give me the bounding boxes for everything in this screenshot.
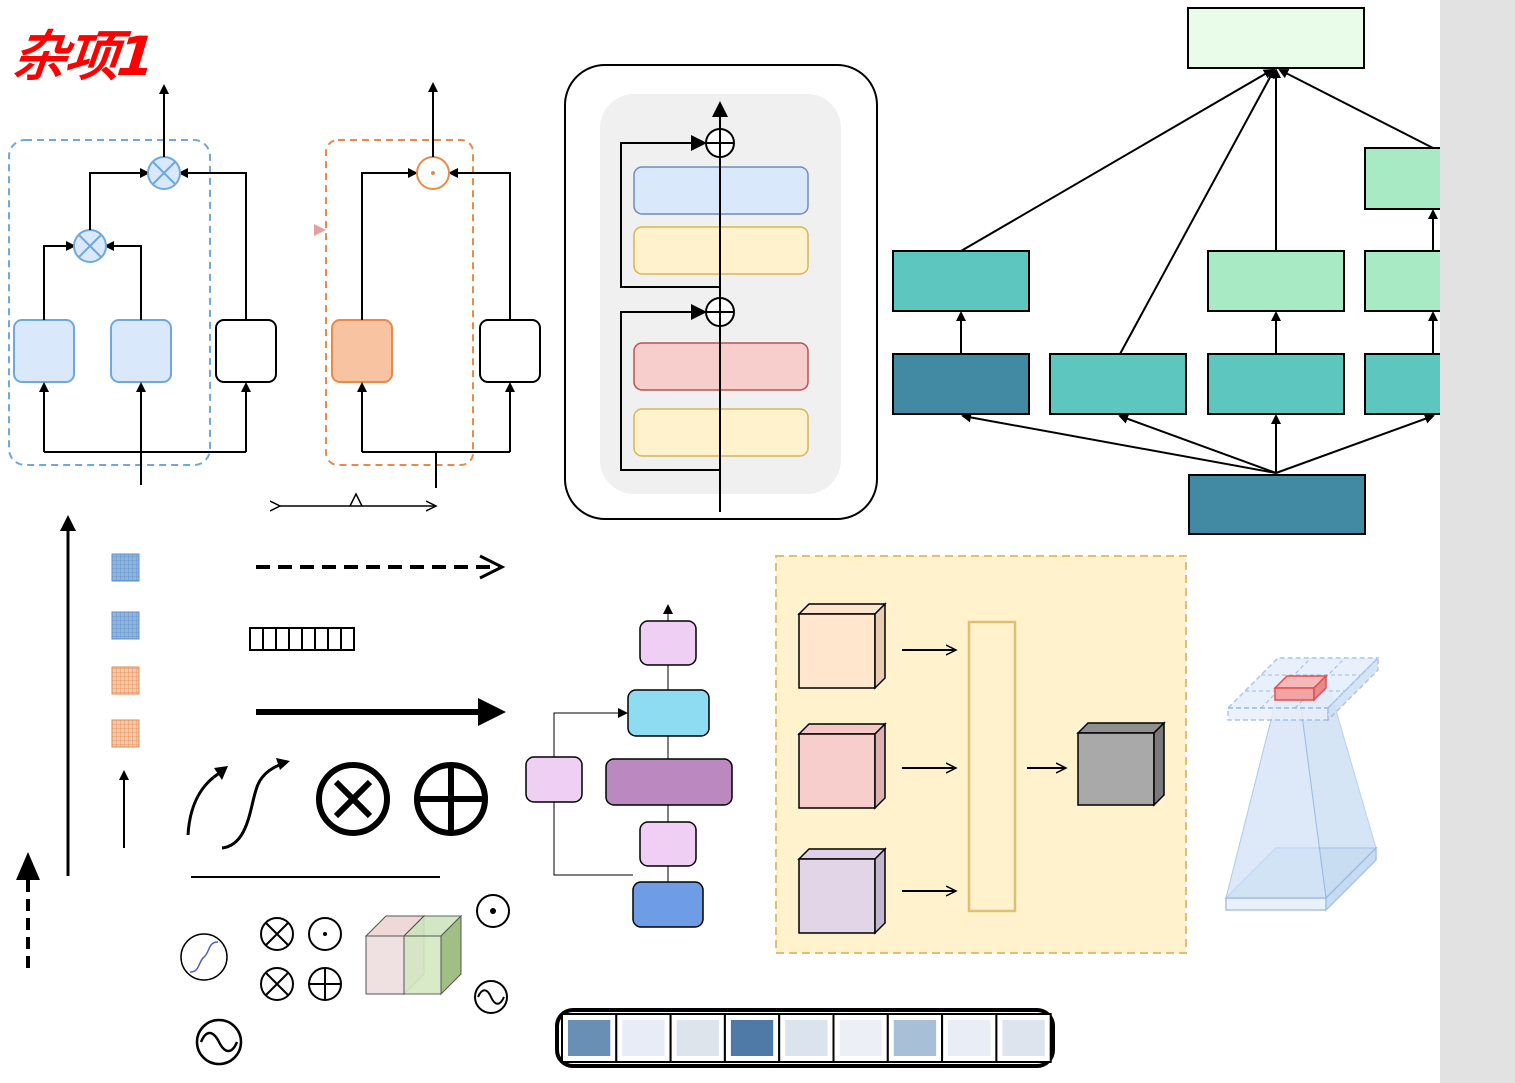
- tree-node: [892, 250, 1030, 312]
- plus-circle-icon: [705, 297, 735, 327]
- cube-icon: [797, 847, 887, 935]
- multiply-circle-icon: [316, 762, 390, 836]
- diagram-canvas: 杂项1: [0, 0, 1440, 1083]
- layer-box: [627, 689, 710, 737]
- curved-arrow-icon: [186, 768, 226, 836]
- gated-module-blue: [8, 84, 277, 485]
- cube-icon: [797, 722, 887, 810]
- token-fill: [730, 1020, 774, 1056]
- token-fill: [622, 1020, 665, 1056]
- gate-box: [479, 319, 541, 383]
- symbol-palette: [16, 515, 510, 1066]
- plus-circle-icon: [705, 128, 735, 158]
- tree-node: [1207, 250, 1345, 312]
- layer-box: [525, 756, 583, 803]
- grid-patch-icon: [111, 611, 140, 640]
- fusion-panel: [775, 555, 1187, 954]
- branch-box: [13, 319, 75, 383]
- layer-box: [639, 620, 697, 666]
- multiply-circle-icon: [260, 917, 294, 951]
- tree-node: [1207, 353, 1345, 415]
- token-fill: [785, 1020, 828, 1056]
- feature-tree: [892, 7, 1440, 535]
- residual-block: [564, 64, 878, 520]
- tree-node: [1364, 250, 1440, 312]
- grid-patch-icon: [111, 666, 140, 695]
- grid-patch-icon: [111, 553, 140, 582]
- transfer-arrow: [212, 224, 326, 236]
- token-fill: [948, 1020, 991, 1056]
- layer-box: [605, 758, 733, 806]
- diagram-drawing: [8, 7, 1440, 1068]
- multiply-circle-icon: [260, 967, 294, 1001]
- module-boundary-blue: [8, 139, 211, 466]
- plus-circle-icon: [308, 967, 342, 1001]
- gate-box: [215, 319, 277, 383]
- token-fill: [568, 1020, 611, 1056]
- cube-icon: [364, 914, 463, 996]
- output-node: [1187, 7, 1365, 69]
- receptive-field-icon: [1224, 656, 1380, 912]
- token-fill: [1002, 1020, 1045, 1056]
- multiply-circle-icon: [147, 156, 181, 190]
- concat-bar: [967, 620, 1017, 913]
- token-bar-icon: [249, 627, 355, 651]
- tree-node: [1364, 147, 1440, 210]
- input-node: [1188, 474, 1366, 535]
- token-strip: [555, 1008, 1055, 1068]
- tree-node: [1364, 353, 1440, 415]
- dot-circle-icon: [416, 156, 450, 190]
- module-boundary-orange: [325, 139, 474, 466]
- sigmoid-circle-icon: [180, 933, 228, 981]
- brace-arrow: [280, 492, 436, 506]
- s-curve-arrow-icon: [221, 761, 286, 850]
- token-fill: [893, 1020, 937, 1056]
- multiply-circle-icon: [73, 229, 107, 263]
- gated-module-orange: [325, 82, 541, 488]
- branch-box: [110, 319, 172, 383]
- branch-box: [331, 319, 393, 383]
- purple-block: [525, 604, 733, 928]
- tree-node: [1049, 353, 1187, 415]
- token-fill: [676, 1020, 719, 1056]
- token-fill: [839, 1020, 882, 1056]
- layer-box: [639, 821, 697, 867]
- plus-circle-icon: [414, 762, 488, 836]
- sine-wave-circle-icon: [195, 1018, 243, 1066]
- layer-box: [632, 881, 704, 928]
- tree-node: [892, 353, 1030, 415]
- dot-circle-icon: [308, 917, 342, 951]
- sine-wave-circle-icon: [474, 980, 508, 1014]
- grid-patch-icon: [111, 719, 140, 748]
- cube-icon: [797, 602, 887, 690]
- cube-icon: [1076, 721, 1166, 807]
- dot-circle-icon: [476, 894, 510, 928]
